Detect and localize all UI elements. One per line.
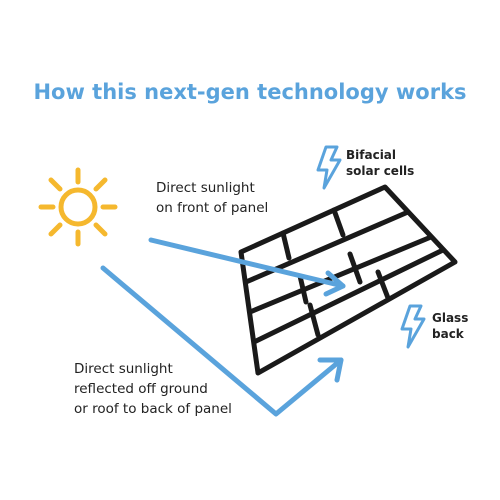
front-sunlight-arrow [148, 237, 346, 297]
reflected-label-line: Direct sunlight [74, 361, 173, 377]
panel-col-line [297, 273, 309, 305]
panel-row-line [251, 247, 446, 345]
panel-row-line [247, 234, 434, 315]
reflected-label-line: or roof to back of panel [74, 401, 232, 417]
panel-col-line [280, 230, 292, 261]
glass-back-label: Glass back [432, 310, 468, 342]
cells-label-line: solar cells [346, 164, 415, 178]
page-title: How this next-gen technology works [33, 80, 467, 104]
sun-icon [38, 167, 118, 247]
reflected-label-line: reflected off ground [74, 381, 208, 397]
front-label-line: Direct sunlight [156, 180, 255, 196]
cells-label-line: Bifacial [346, 148, 397, 162]
glass-label-line: back [432, 327, 464, 341]
lightning-bolt-icon [316, 145, 342, 190]
bifacial-cells-label: Bifacial solar cells [346, 147, 414, 179]
front-sunlight-label: Direct sunlight on front of panel [156, 178, 268, 218]
reflected-sunlight-arrow [100, 265, 344, 417]
panel-col-line [347, 251, 363, 285]
lightning-bolt-icon [400, 304, 426, 349]
solar-panel [238, 184, 458, 376]
panel-col-line [375, 269, 391, 301]
panel-col-line [307, 302, 321, 338]
glass-label-line: Glass [432, 311, 469, 325]
front-label-line: on front of panel [156, 200, 269, 216]
panel-col-line [331, 207, 346, 238]
panel-frame [238, 184, 458, 376]
reflected-sunlight-label: Direct sunlight reflected off ground or … [74, 359, 232, 419]
